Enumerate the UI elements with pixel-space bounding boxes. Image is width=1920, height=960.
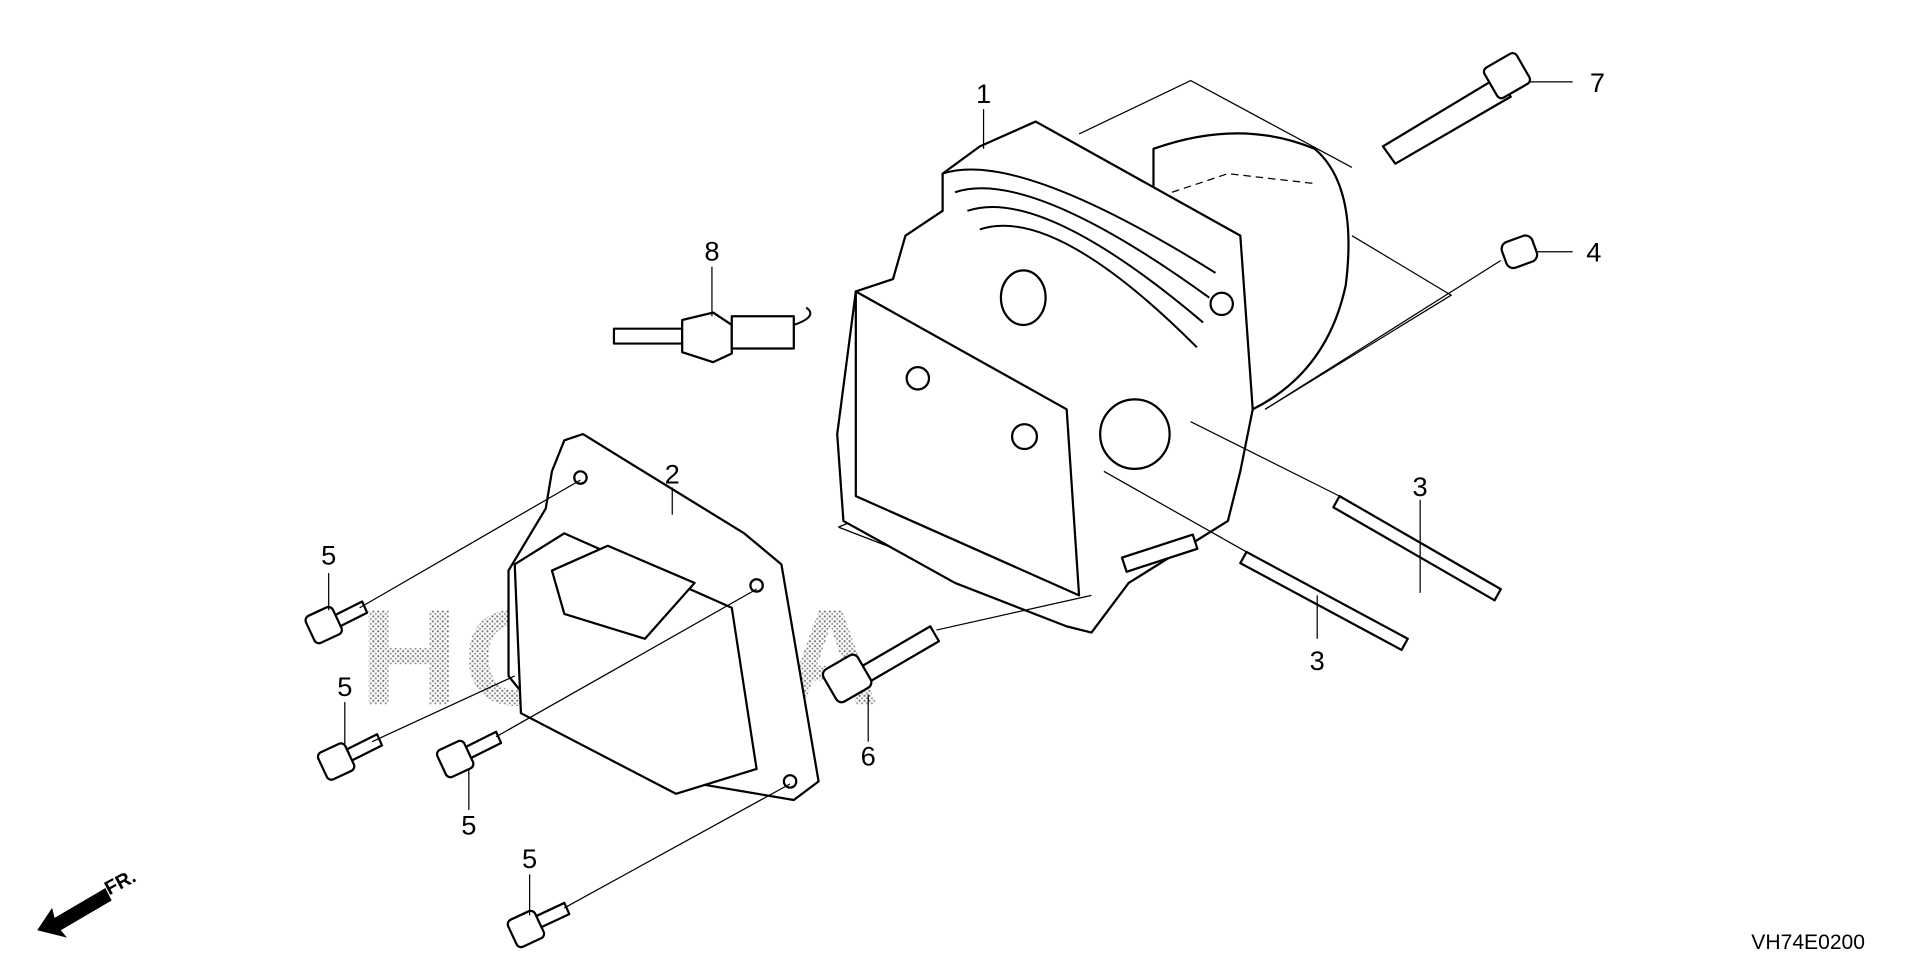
callout-6: 6 — [861, 740, 876, 771]
leader-lines — [328, 81, 1573, 916]
callout-2: 2 — [665, 459, 680, 490]
bolt-7 — [1381, 52, 1532, 165]
callout-4: 4 — [1586, 237, 1601, 268]
bolts-5 — [304, 600, 571, 949]
callout-7: 7 — [1590, 67, 1605, 98]
callout-5: 5 — [522, 843, 537, 874]
callout-5: 5 — [337, 671, 352, 702]
spark-plug — [612, 306, 812, 364]
cylinder-head — [836, 120, 1254, 634]
front-direction-arrow-icon — [37, 888, 112, 938]
head-cover — [507, 432, 820, 802]
stud-bolts-3 — [1239, 495, 1502, 652]
bolt-6 — [821, 625, 941, 704]
callout-3: 3 — [1310, 645, 1325, 676]
diagram-code: VH74E0200 — [1751, 931, 1865, 954]
callout-5: 5 — [321, 539, 336, 570]
callout-8: 8 — [704, 235, 719, 266]
dowel-pin-4 — [1500, 234, 1539, 270]
callout-5: 5 — [461, 810, 476, 841]
callout-1: 1 — [976, 78, 991, 109]
callout-3: 3 — [1413, 471, 1428, 502]
